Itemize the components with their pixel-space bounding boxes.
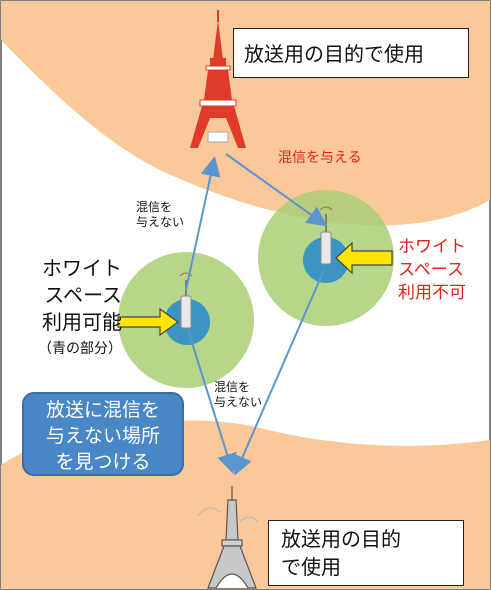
top-purpose-label: 放送用の目的で使用 (244, 42, 424, 66)
arrow-left-to-eiffel (187, 329, 237, 474)
bottom-purpose-box: 放送用の目的 で使用 (268, 520, 464, 586)
left-whitespace-line2: スペース (44, 283, 122, 307)
right-antenna-icon (319, 206, 333, 265)
arrow-left-to-tokyo (185, 156, 221, 291)
no-interference-lower-line1: 混信を (214, 380, 251, 394)
left-yellow-arrow (117, 307, 180, 337)
callout-line2: 与えない場所 (45, 425, 160, 447)
interference-label: 混信を与える (278, 150, 362, 166)
left-whitespace-line1: ホワイト (42, 256, 122, 280)
right-whitespace-label: ホワイト スペース 利用不可 (398, 236, 466, 305)
right-whitespace-line3: 利用不可 (398, 283, 466, 303)
right-whitespace-line2: スペース (398, 260, 464, 280)
bottom-purpose-line2: で使用 (281, 555, 341, 579)
bottom-purpose-line1: 放送用の目的 (281, 527, 401, 551)
eiffel-tower-icon (197, 486, 259, 589)
arrow-right-to-tokyo (225, 153, 328, 227)
right-yellow-arrow (335, 241, 393, 275)
left-antenna-icon (179, 272, 193, 329)
callout-line3: を見つける (55, 451, 151, 473)
no-interference-lower: 混信を 与えない (214, 380, 262, 410)
left-whitespace-line3: 利用可能 (42, 310, 122, 334)
callout-line1: 放送に混信を (45, 399, 160, 421)
find-location-callout: 放送に混信を 与えない場所 を見つける (22, 392, 184, 476)
top-purpose-box: 放送用の目的で使用 (233, 28, 469, 78)
no-interference-lower-line2: 与えない (214, 395, 263, 409)
no-interference-upper-line2: 与えない (136, 215, 185, 229)
no-interference-upper: 混信を 与えない (136, 200, 184, 230)
left-whitespace-label: ホワイト スペース 利用可能 （青の部分） (18, 255, 122, 363)
left-whitespace-line4: （青の部分） (38, 341, 122, 357)
arrow-right-to-eiffel (233, 269, 325, 476)
right-whitespace-line1: ホワイト (398, 237, 466, 257)
tokyo-tower-icon (190, 10, 246, 148)
no-interference-upper-line1: 混信を (136, 200, 173, 214)
